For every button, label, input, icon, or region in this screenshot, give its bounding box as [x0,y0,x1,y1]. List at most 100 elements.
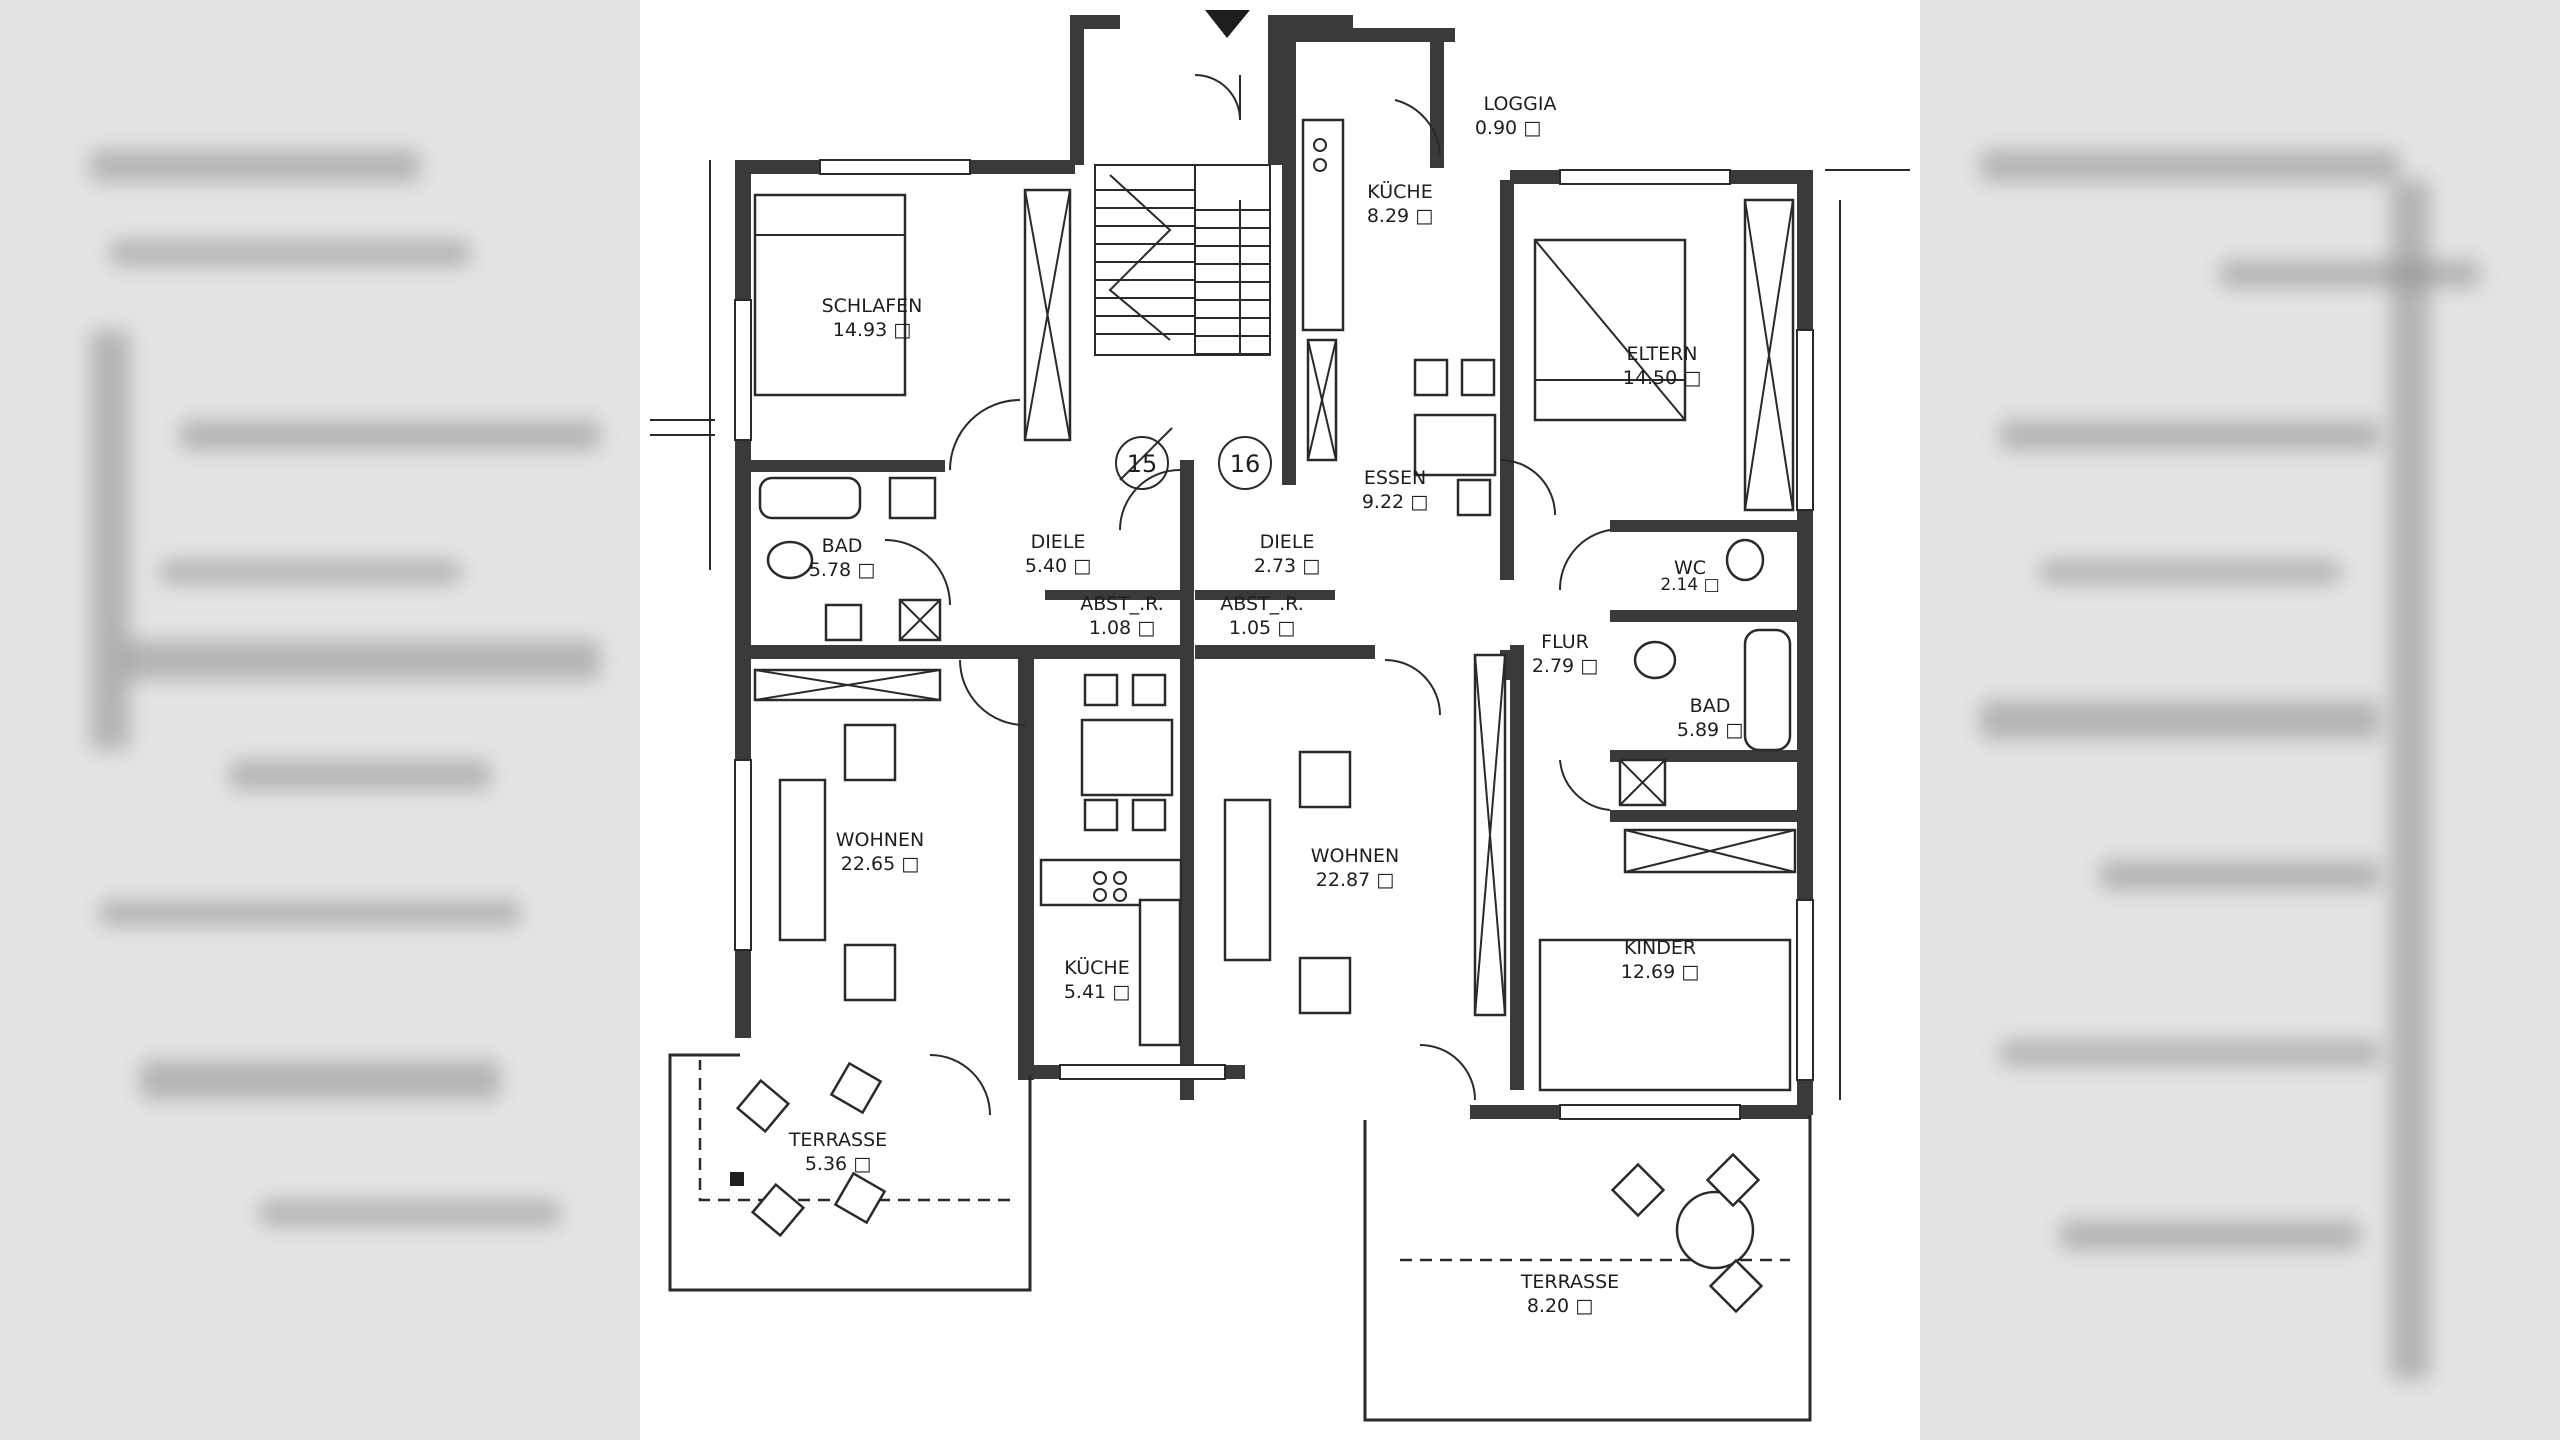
room-area: 1.05 [1229,617,1271,639]
svg-text:2.73 □: 2.73 □ [1254,555,1320,577]
floor-plan-drawing: 15 16 SCHLAFEN 14.93 □ BAD 5.78 □ DIELE … [650,10,1910,1422]
room-area: 14.50 [1623,367,1677,389]
area-unit: □ [1137,617,1155,639]
svg-text:14.50 □: 14.50 □ [1623,367,1701,389]
unit-label-15: 15 [1127,450,1158,478]
svg-text:8.20 □: 8.20 □ [1527,1295,1593,1317]
svg-text:5.41 □: 5.41 □ [1064,981,1130,1003]
room-area: 12.69 [1621,961,1675,983]
svg-text:1.08 □: 1.08 □ [1089,617,1155,639]
svg-text:5.89 □: 5.89 □ [1677,719,1743,741]
room-name: ABST_.R. [1080,593,1163,615]
beds [753,193,1792,1092]
room-area: 14.93 [833,319,887,341]
kitchen-counters [1039,118,1345,1047]
room-diele-15: DIELE 5.40 □ [1025,531,1091,577]
area-unit: □ [1725,719,1743,741]
room-eltern: ELTERN 14.50 □ [1623,343,1701,389]
room-name: ELTERN [1627,343,1698,365]
room-area: 5.41 [1064,981,1106,1003]
doors [884,99,1611,1116]
svg-text:5.36 □: 5.36 □ [805,1153,871,1175]
room-name: TERRASSE [1520,1271,1619,1293]
room-area: 0.90 [1475,117,1517,139]
room-labels: SCHLAFEN 14.93 □ BAD 5.78 □ DIELE 5.40 □… [788,93,1743,1317]
area-unit: □ [1302,555,1320,577]
blurred-right-margin [1920,0,2560,1440]
unit-label-16: 16 [1230,450,1261,478]
svg-text:12.69 □: 12.69 □ [1621,961,1699,983]
blurred-left-margin [0,0,640,1440]
room-area: 22.87 [1316,869,1370,891]
dining-furniture [1080,358,1497,832]
svg-text:5.40 □: 5.40 □ [1025,555,1091,577]
room-name: BAD [822,535,863,557]
room-terrasse-left: TERRASSE 5.36 □ [788,1129,887,1175]
wardrobes [753,188,1797,1017]
room-area: 5.40 [1025,555,1067,577]
room-wc: WC 2.14 □ [1660,557,1719,595]
room-area: 2.79 [1532,655,1574,677]
room-essen: ESSEN 9.22 □ [1362,467,1428,513]
area-unit: □ [1575,1295,1593,1317]
area-unit: □ [1376,869,1394,891]
area-unit: □ [1580,655,1598,677]
room-area: 9.22 [1362,491,1404,513]
svg-text:0.90 □: 0.90 □ [1475,117,1541,139]
room-area: 2.73 [1254,555,1296,577]
room-area: 22.65 [841,853,895,875]
area-unit: □ [1277,617,1295,639]
room-abst-15: ABST_.R. 1.08 □ [1080,593,1163,639]
svg-text:1.05 □: 1.05 □ [1229,617,1295,639]
room-area: 5.36 [805,1153,847,1175]
room-bad-right: BAD 5.89 □ [1677,695,1743,741]
room-area: 1.08 [1089,617,1131,639]
area-unit: □ [1410,491,1428,513]
area-unit: □ [1683,367,1701,389]
room-name: KÜCHE [1367,180,1432,203]
interior-walls [745,180,1800,1100]
room-area: 2.14 [1660,575,1698,595]
room-abst-16: ABST_.R. 1.05 □ [1220,593,1303,639]
area-unit: □ [893,319,911,341]
room-kinder: KINDER 12.69 □ [1621,937,1699,983]
room-area: 8.29 [1367,205,1409,227]
room-name: WC [1674,557,1706,579]
area-unit: □ [1681,961,1699,983]
staircase [1094,10,1271,356]
windows [734,159,1814,1120]
room-kueche-right: KÜCHE 8.29 □ [1367,180,1433,227]
room-name: KINDER [1624,937,1696,959]
terrace-left [668,1053,1032,1292]
room-name: LOGGIA [1484,93,1557,115]
area-unit: □ [1523,117,1541,139]
room-name: WOHNEN [836,829,924,851]
area-unit: □ [1073,555,1091,577]
room-loggia: LOGGIA 0.90 □ [1475,93,1557,139]
area-unit: □ [1112,981,1130,1003]
room-terrasse-right: TERRASSE 8.20 □ [1520,1271,1619,1317]
area-unit: □ [853,1153,871,1175]
room-name: WOHNEN [1311,845,1399,867]
room-name: DIELE [1260,531,1315,553]
room-name: ABST_.R. [1220,593,1303,615]
room-area: 5.78 [809,559,851,581]
room-name: ESSEN [1364,467,1426,489]
context-lines [650,160,1910,1100]
room-diele-16: DIELE 2.73 □ [1254,531,1320,577]
room-area: 8.20 [1527,1295,1569,1317]
room-name: BAD [1690,695,1731,717]
unit-number-16: 16 [1218,436,1272,490]
svg-text:22.65 □: 22.65 □ [841,853,919,875]
area-unit: □ [1415,205,1433,227]
room-name: SCHLAFEN [822,295,923,317]
unit-number-15: 15 [1115,427,1173,490]
terrace-right [1363,1115,1812,1422]
svg-text:2.79 □: 2.79 □ [1532,655,1598,677]
area-unit: □ [1704,575,1720,595]
entrance-arrow-icon [1205,10,1250,38]
room-name: KÜCHE [1064,956,1129,979]
bathroom-fixtures [758,476,1792,807]
room-wohnen-left: WOHNEN 22.65 □ [836,829,924,875]
room-flur: FLUR 2.79 □ [1532,631,1598,677]
